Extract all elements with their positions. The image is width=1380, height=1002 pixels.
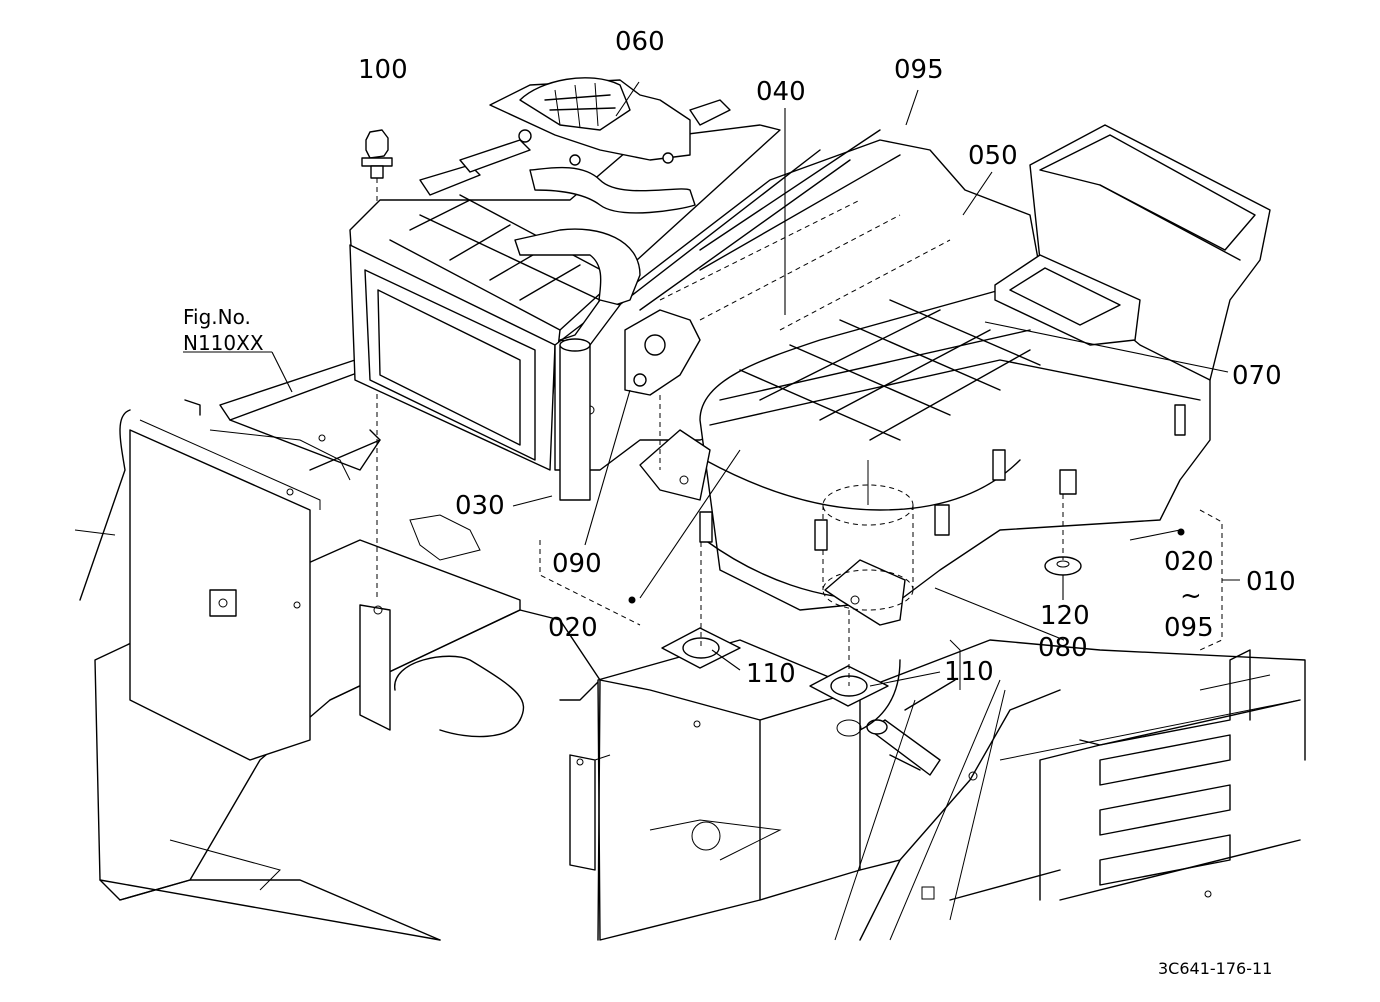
washer-110-a bbox=[661, 627, 741, 669]
label-070: 070 bbox=[1232, 361, 1282, 391]
label-100: 100 bbox=[358, 55, 408, 85]
label-095-b: 095 bbox=[1164, 613, 1214, 643]
label-030: 030 bbox=[455, 491, 505, 521]
label-095: 095 bbox=[894, 55, 944, 85]
label-110-a: 110 bbox=[746, 659, 796, 689]
label-050: 050 bbox=[968, 141, 1018, 171]
label-range-separator: ~ bbox=[1180, 581, 1202, 611]
label-020-b: 020 bbox=[1164, 547, 1214, 577]
part-labels: 100 060 040 095 050 070 030 090 020 110 … bbox=[183, 27, 1296, 978]
callout-dots bbox=[628, 528, 1185, 604]
fig-ref-line1: Fig.No. bbox=[183, 305, 251, 329]
bolt-100 bbox=[361, 129, 393, 600]
label-010: 010 bbox=[1246, 567, 1296, 597]
floor-frame bbox=[74, 359, 1306, 941]
label-120: 120 bbox=[1040, 601, 1090, 631]
leader-lines bbox=[183, 81, 1240, 687]
fig-ref-line2: N110XX bbox=[183, 331, 264, 355]
label-040: 040 bbox=[756, 77, 806, 107]
heater-pipes bbox=[419, 77, 731, 501]
label-020-a: 020 bbox=[548, 613, 598, 643]
label-090: 090 bbox=[552, 549, 602, 579]
drawing-code: 3C641-176-11 bbox=[1158, 959, 1272, 978]
label-080: 080 bbox=[1038, 633, 1088, 663]
heater-unit bbox=[349, 124, 1271, 686]
label-060: 060 bbox=[615, 27, 665, 57]
connector-plate-090 bbox=[624, 309, 701, 470]
label-110-b: 110 bbox=[944, 657, 994, 687]
